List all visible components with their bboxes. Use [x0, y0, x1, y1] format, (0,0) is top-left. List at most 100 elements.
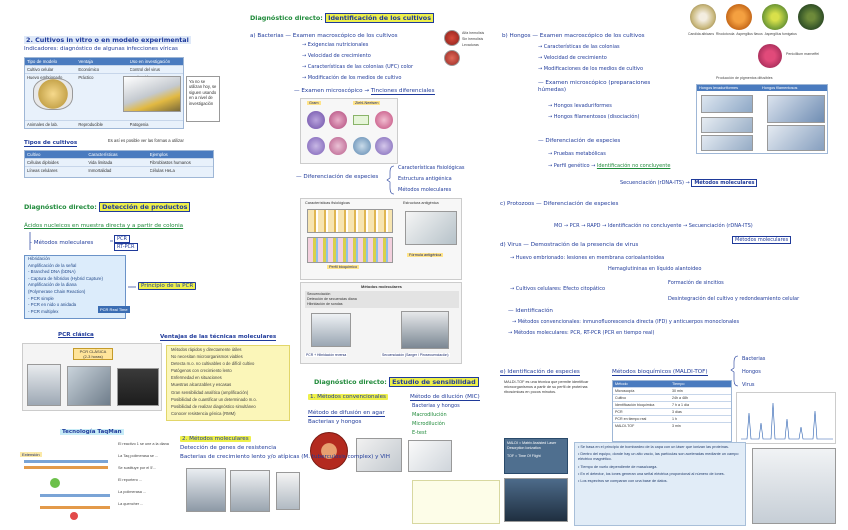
- taq-note: La polimerasa ...: [118, 490, 147, 494]
- maldi-target: Virus: [742, 382, 755, 388]
- taq-note: La quencher ...: [118, 502, 144, 506]
- fungal-petri: [726, 4, 752, 30]
- list-item: Conocer resistencia génica (RMM): [171, 410, 236, 416]
- diag-item: Amplificación de la señal: [28, 262, 77, 268]
- gel-image: [67, 366, 111, 406]
- section-title-sensibilidad: Diagnóstico directo: Estudio de sensibil…: [314, 377, 479, 387]
- genexpert-image: [186, 468, 226, 512]
- bacterias-line: a) Bacterias — Examen macroscópico de lo…: [250, 33, 398, 39]
- maldi-bullets: • Se basa en el principio de bombardeo d…: [574, 442, 746, 526]
- dilucion-item: Macrodilución: [412, 412, 447, 418]
- fisio-label: Fórmula antigénica: [407, 253, 444, 257]
- line-probe-image: [230, 470, 270, 512]
- pcr-clasica-title: PCR clásica: [58, 332, 94, 338]
- list-item: • En el detector, los iones generan una …: [578, 471, 725, 476]
- protozoos-line: c) Protozoos — Diferenciación de especie…: [500, 201, 619, 207]
- macro-item: → Velocidad de crecimiento: [302, 53, 371, 59]
- list-item: Posibilidad de realizar diagnóstico simu…: [171, 403, 256, 409]
- list-item: Gran sensibilidad analítica (amplificaci…: [171, 389, 249, 395]
- protozoos-chain: MO → PCR → RAPD → Identificación no conc…: [554, 223, 753, 229]
- list-item: Posibilidad de cuantificar un determinad…: [171, 396, 257, 402]
- metodos-convencionales: 1. Métodos convencionales: [308, 394, 388, 400]
- micro-image: [307, 111, 325, 129]
- micro-image: [353, 137, 371, 155]
- micro-image: [329, 111, 347, 129]
- antibiogram-petri: [310, 432, 348, 470]
- section-title-cultivos-in-vitro: 2. Cultivos in vitro o en modelo experim…: [24, 36, 191, 44]
- penicillium-petri: [758, 44, 782, 68]
- dilucion-item: E-test: [412, 430, 427, 436]
- micro-image: [701, 117, 753, 133]
- petri-captions: Candida albicans Rhodotorula Aspergillus…: [688, 32, 797, 36]
- etest-strip-image: [412, 480, 500, 524]
- microdilution-plate: [356, 438, 402, 472]
- mol-panel-title: Métodos moleculares: [361, 284, 402, 289]
- fisio-label: Características fisiológicas: [305, 201, 350, 205]
- dilucion-label: Método de dilución (MIC): [410, 394, 480, 401]
- zn-label: Ziehl-Neelsen: [353, 101, 381, 105]
- staining-panel: Gram Ziehl-Neelsen: [300, 98, 398, 164]
- ventajas-title: Ventajas de las técnicas moleculares: [160, 334, 277, 341]
- cartridge-image: [276, 472, 300, 510]
- maldi-target: Bacterias: [742, 356, 766, 362]
- gram-label: Gram: [307, 101, 321, 105]
- penicillium-label: Penicillium marneffei: [786, 52, 820, 56]
- principio-pcr: Principio de la PCR: [138, 282, 197, 290]
- fungal-petri: [762, 4, 788, 30]
- dif-item: Características fisiológicas: [398, 165, 465, 171]
- maldi-text: MALDI-TOF es una técnica que permite ide…: [504, 380, 589, 395]
- fisio-label: Perfil bioquímico: [327, 265, 360, 269]
- diag-item: - PCR en nido o anidada: [28, 302, 77, 308]
- macro-item: → Exigencias nutricionales: [302, 42, 369, 48]
- metodos-moleculares-sens: 2. Métodos moleculares: [180, 436, 251, 442]
- etest-image: [408, 440, 452, 472]
- sequencer-image: [401, 311, 449, 349]
- dif-item-hongo: → Pruebas metabólicas: [548, 151, 606, 157]
- macro-item: → Características de las colonias (UFC) …: [302, 64, 414, 70]
- mm-desc: Detección de genes de resistencia: [180, 445, 277, 451]
- list-item: Patógenos con crecimiento lento: [171, 368, 232, 374]
- list-item: Muestras alcanzables y escasas: [171, 382, 232, 388]
- taqman-title: Tecnología TaqMan: [60, 429, 124, 435]
- hongo-micro-item: → Hongos levaduriformes: [548, 103, 612, 109]
- dna-strand: [24, 466, 108, 469]
- virus-item: Hemaglutininas en líquido alantoideo: [608, 266, 702, 272]
- electrophoresis-image: [117, 368, 159, 406]
- examen-micro-line: — Examen microscópico → Tinciones difere…: [294, 88, 435, 95]
- micro-image: [353, 115, 369, 125]
- reporter-dot: [50, 478, 60, 488]
- dif-item: Estructura antigénica: [398, 176, 452, 182]
- api-strip-image: [307, 237, 393, 263]
- list-item: • Se basa en el principio de bombardeo d…: [578, 445, 729, 449]
- maldi-diagram-image: [504, 478, 568, 522]
- dilucion-item: Bacterias y hongos: [412, 403, 460, 409]
- acidos-line: Ácidos nucleicos en muestra directa y a …: [24, 223, 184, 229]
- dilucion-item: Microdilución: [412, 421, 445, 427]
- blood-agar-petri: [444, 50, 460, 66]
- extension-label: Extensión: [20, 452, 42, 457]
- list-item: • Dentro del equipo, donde hay un alto v…: [578, 452, 739, 462]
- diag-item: - Captura de híbridos (Hybrid Capture): [28, 275, 103, 281]
- difusion-label: Método de difusión en agar: [308, 410, 385, 417]
- diag-item: - PCR simple: [28, 295, 54, 301]
- ident-item: → Métodos moleculares: PCR, RT-PCR (PCR …: [508, 330, 655, 336]
- fisiologicas-panel: Características fisiológicas Estructura …: [300, 198, 462, 280]
- identificacion-line: — Identificación: [508, 308, 553, 314]
- hongo-item: → Modificaciones de los medios de cultiv…: [538, 66, 644, 72]
- virus-item: Formación de sincitios: [668, 280, 724, 286]
- hongo-item: → Velocidad de crecimiento: [538, 55, 607, 61]
- egg-embryo-image: [33, 78, 73, 110]
- list-item: Enfermedad en situaciones: [171, 375, 222, 381]
- hongos-line: b) Hongos — Examen macroscópico de los c…: [502, 33, 645, 39]
